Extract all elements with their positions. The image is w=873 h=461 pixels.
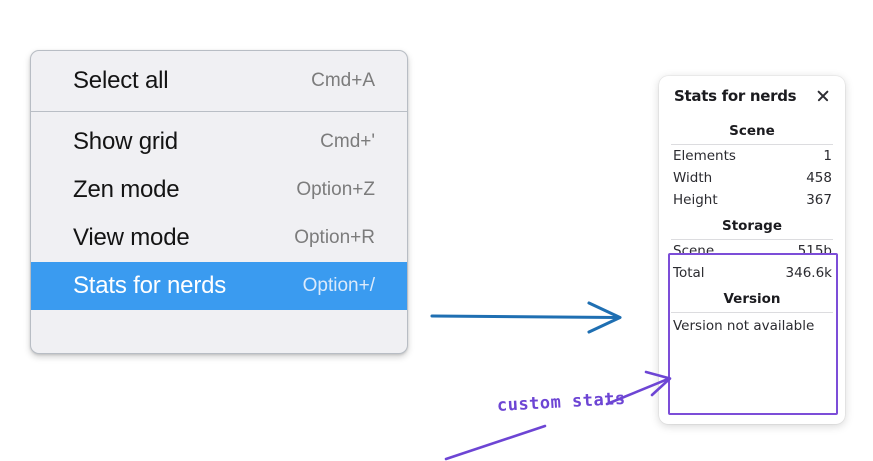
stats-for-nerds-panel[interactable]: Stats for nerds Scene Elements 1 Width 4… [659, 76, 845, 424]
stats-panel-title: Stats for nerds [674, 87, 797, 105]
stat-label: Height [673, 192, 718, 208]
menu-item-shortcut: Option+R [294, 227, 375, 248]
menu-group-2: Show grid Cmd+' Zen mode Option+Z View m… [31, 112, 407, 336]
stat-value: 346.6k [785, 265, 832, 281]
section-rule [671, 239, 833, 240]
stat-value: 458 [806, 170, 832, 186]
arrow-right-icon [430, 301, 622, 334]
section-title-storage: Storage [721, 218, 783, 234]
stat-label: Elements [673, 148, 736, 164]
close-icon[interactable] [814, 87, 832, 105]
stat-label: Total [673, 265, 705, 281]
section-rule [671, 312, 833, 313]
custom-stats-annotation-label: custom stats [496, 388, 627, 416]
section-title-scene: Scene [729, 123, 775, 139]
menu-item-shortcut: Option+Z [296, 179, 375, 200]
stat-label: Scene [673, 243, 715, 259]
menu-item-zen-mode[interactable]: Zen mode Option+Z [31, 166, 407, 214]
menu-item-select-all[interactable]: Select all Cmd+A [31, 57, 407, 105]
menu-item-shortcut: Cmd+' [320, 131, 375, 152]
menu-item-shortcut: Option+/ [302, 275, 375, 296]
section-title-version: Version [723, 291, 781, 307]
stat-value: 1 [823, 148, 832, 164]
stat-row-storage-total: Total 346.6k [669, 262, 835, 284]
menu-item-label: Show grid [73, 128, 178, 155]
menu-item-stats-for-nerds[interactable]: Stats for nerds Option+/ [31, 262, 407, 310]
menu-item-show-grid[interactable]: Show grid Cmd+' [31, 118, 407, 166]
stat-row-width: Width 458 [669, 167, 835, 189]
stat-value: 515b [797, 243, 832, 259]
menu-item-label: Zen mode [73, 176, 180, 203]
menu-group-1: Select all Cmd+A [31, 51, 407, 111]
menu-item-label: Select all [73, 67, 169, 94]
version-note: Version not available [673, 318, 815, 334]
menu-separator [31, 111, 407, 112]
stat-row-elements: Elements 1 [669, 145, 835, 167]
section-rule [671, 144, 833, 145]
stat-value: 367 [806, 192, 832, 208]
pointer-line [444, 424, 547, 461]
stats-panel-header: Stats for nerds [669, 76, 835, 116]
menu-bottom-padding [31, 310, 407, 330]
stat-row-height: Height 367 [669, 189, 835, 211]
context-menu[interactable]: Select all Cmd+A Show grid Cmd+' Zen mod… [30, 50, 408, 354]
menu-item-label: Stats for nerds [73, 272, 227, 299]
menu-item-view-mode[interactable]: View mode Option+R [31, 214, 407, 262]
menu-item-label: View mode [73, 224, 190, 251]
menu-item-shortcut: Cmd+A [311, 70, 375, 91]
stat-label: Width [673, 170, 713, 186]
stat-row-storage-scene: Scene 515b [669, 240, 835, 262]
